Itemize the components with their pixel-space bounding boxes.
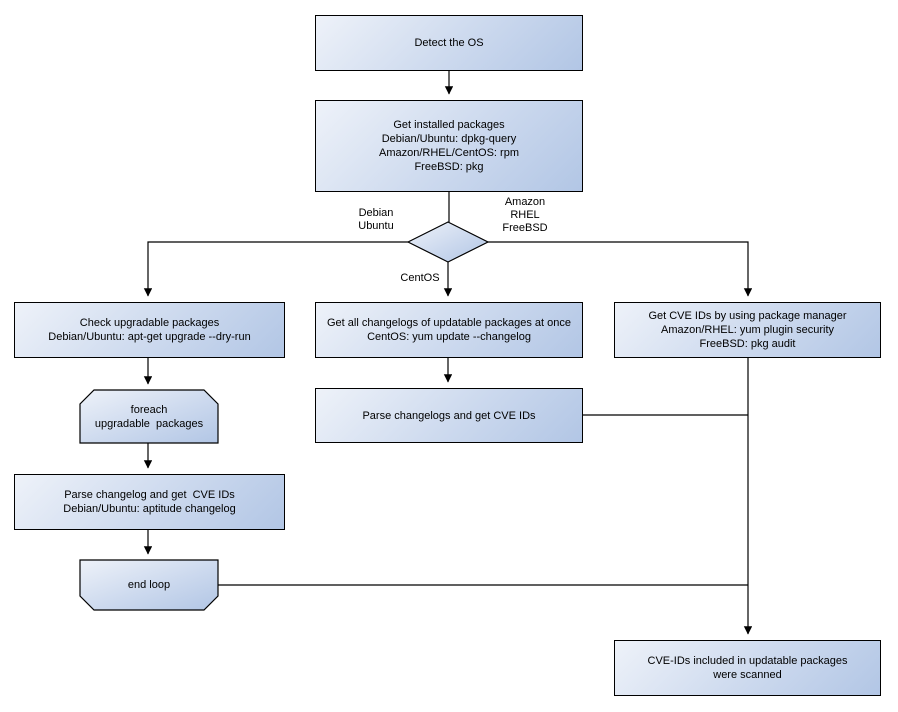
edge-decision-left: [143, 241, 408, 297]
edge-label-line: CentOS: [400, 272, 440, 284]
node-text-line: upgradable packages: [94, 417, 204, 430]
node-text-line: Amazon/RHEL: yum plugin security: [660, 324, 834, 336]
node-text-line: foreach: [130, 403, 168, 416]
node-get-cve-package-manager: Get CVE IDs by using package manager Ama…: [614, 302, 881, 358]
edge-label-debian-ubuntu: Debian Ubuntu: [346, 207, 406, 233]
node-text-line: were scanned: [713, 669, 782, 681]
node-text-line: Debian/Ubuntu: dpkg-query: [381, 133, 517, 145]
edge-label-line: Amazon: [504, 196, 546, 208]
node-text-line: Debian/Ubuntu: apt-get upgrade --dry-run: [48, 331, 251, 343]
node-text-line: Detect the OS: [414, 37, 484, 49]
edge-label-line: FreeBSD: [502, 222, 548, 234]
node-text-line: Amazon/RHEL/CentOS: rpm: [379, 147, 519, 159]
node-text-line: Parse changelogs and get CVE IDs: [362, 409, 536, 422]
node-text-line: FreeBSD: pkg audit: [699, 338, 796, 350]
node-text-line: end loop: [127, 579, 171, 591]
edge-label-line: Debian: [358, 207, 394, 219]
edge-label-amazon-rhel-freebsd: Amazon RHEL FreeBSD: [494, 196, 556, 235]
node-parse-changelog-debian: Parse changelog and get CVE IDs Debian/U…: [14, 474, 285, 530]
node-text-line: Check upgradable packages: [79, 317, 220, 329]
node-text-line: CentOS: yum update --changelog: [367, 331, 531, 343]
node-parse-changelogs-centos: Parse changelogs and get CVE IDs: [315, 388, 583, 443]
node-cve-ids-scanned: CVE-IDs included in updatable packages w…: [614, 640, 881, 696]
node-text-line: Get installed packages: [393, 119, 505, 131]
node-detect-os: Detect the OS: [315, 15, 583, 71]
node-get-installed-packages: Get installed packages Debian/Ubuntu: dp…: [315, 100, 583, 192]
node-text-line: FreeBSD: pkg: [414, 161, 484, 173]
edge-label-centos: CentOS: [390, 272, 450, 285]
decision-os-diamond: [406, 221, 490, 263]
node-text-line: CVE-IDs included in updatable packages: [647, 655, 848, 667]
node-check-upgradable-packages: Check upgradable packages Debian/Ubuntu:…: [14, 302, 285, 358]
node-get-all-changelogs-centos: Get all changelogs of updatable packages…: [315, 302, 583, 358]
edge-label-line: RHEL: [510, 209, 540, 221]
node-text-line: Parse changelog and get CVE IDs: [64, 489, 235, 501]
foreach-loop-text: foreach upgradable packages: [80, 390, 218, 443]
node-text-line: Get CVE IDs by using package manager: [648, 310, 847, 322]
end-loop-text: end loop: [80, 560, 218, 610]
node-text-line: Get all changelogs of updatable packages…: [326, 317, 571, 329]
edge-label-line: Ubuntu: [358, 220, 394, 232]
end-loop-shape: [79, 559, 219, 611]
foreach-loop-shape: [79, 389, 219, 444]
node-text-line: Debian/Ubuntu: aptitude changelog: [63, 503, 236, 515]
edge-decision-right: [488, 241, 753, 297]
